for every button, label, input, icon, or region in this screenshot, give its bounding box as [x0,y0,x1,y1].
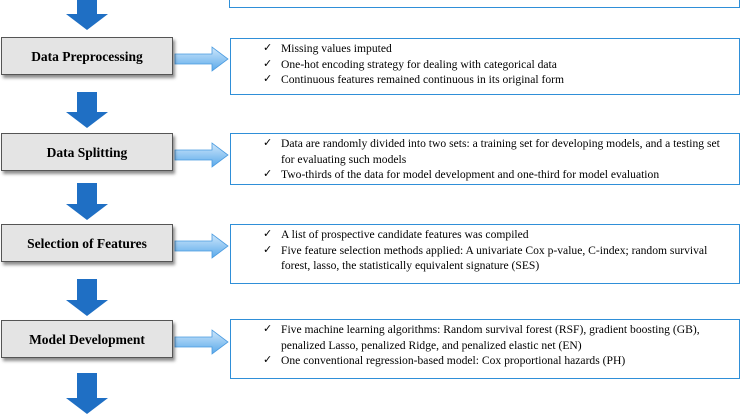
detail-text: One conventional regression-based model:… [281,354,626,367]
detail-text: Data are randomly divided into two sets:… [281,137,720,166]
detail-text: Continuous features remained continuous … [281,73,565,86]
detail-box-2: ✓ Data are randomly divided into two sets… [230,133,740,185]
step-label: Selection of Features [27,235,147,251]
right-arrow-icon [174,46,229,72]
down-arrow-icon [66,373,108,414]
detail-list: ✓ Data are randomly divided into two sets… [237,136,733,183]
down-arrow-icon [66,279,108,316]
checkmark-icon: ✓ [263,137,273,149]
detail-item: ✓ Two-thirds of the data for model develo… [237,167,733,183]
step-box-1: Data Preprocessing [1,37,173,75]
checkmark-icon: ✓ [263,168,273,180]
detail-item: ✓ Data are randomly divided into two sets… [237,136,733,167]
right-arrow-icon [174,329,229,355]
down-arrow-icon [66,92,108,128]
detail-item: ✓ Five machine learning algorithms: Rando… [237,322,733,353]
detail-list: ✓ Missing values imputed ✓ One-hot encoding… [237,41,733,88]
detail-item: ✓ A list of prospective candidate feature… [237,227,733,243]
right-arrow-icon [174,142,229,168]
checkmark-icon: ✓ [263,73,273,85]
right-arrow-icon [174,233,229,259]
detail-text: Two-thirds of the data for model develop… [281,168,660,181]
detail-item: ✓ One conventional regression-based model… [237,353,733,369]
detail-list: ✓ Five machine learning algorithms: Rando… [237,322,733,369]
detail-item: ✓ Five feature selection methods applied:… [237,243,733,274]
detail-box-4: ✓ Five machine learning algorithms: Rando… [230,319,740,379]
checkmark-icon: ✓ [263,323,273,335]
down-arrow-icon [66,0,108,30]
step-box-4: Model Development [1,320,173,358]
step-label: Data Preprocessing [31,48,143,64]
detail-text: Missing values imputed [281,42,392,55]
detail-box-1: ✓ Missing values imputed ✓ One-hot encoding… [230,38,740,95]
down-arrow-icon [66,183,108,220]
previous-detail-box [229,0,740,8]
detail-text: Five machine learning algorithms: Random… [281,323,700,352]
detail-text: A list of prospective candidate features… [281,228,529,241]
step-label: Data Splitting [46,144,128,160]
step-label: Model Development [29,331,145,347]
checkmark-icon: ✓ [263,42,273,54]
detail-item: ✓ Continuous features remained continuous… [237,72,733,88]
checkmark-icon: ✓ [263,57,273,70]
checkmark-icon: ✓ [263,243,273,256]
step-box-3: Selection of Features [1,224,173,262]
checkmark-icon: ✓ [263,354,273,366]
checkmark-icon: ✓ [263,228,273,240]
detail-list: ✓ A list of prospective candidate feature… [237,227,733,274]
detail-item: ✓ One-hot encoding strategy for dealing w… [237,57,733,73]
detail-text: Five feature selection methods applied: … [281,243,708,273]
detail-item: ✓ Missing values imputed [237,41,733,57]
detail-box-3: ✓ A list of prospective candidate feature… [230,224,740,284]
step-box-2: Data Splitting [1,133,173,171]
detail-text: One-hot encoding strategy for dealing wi… [281,57,557,71]
